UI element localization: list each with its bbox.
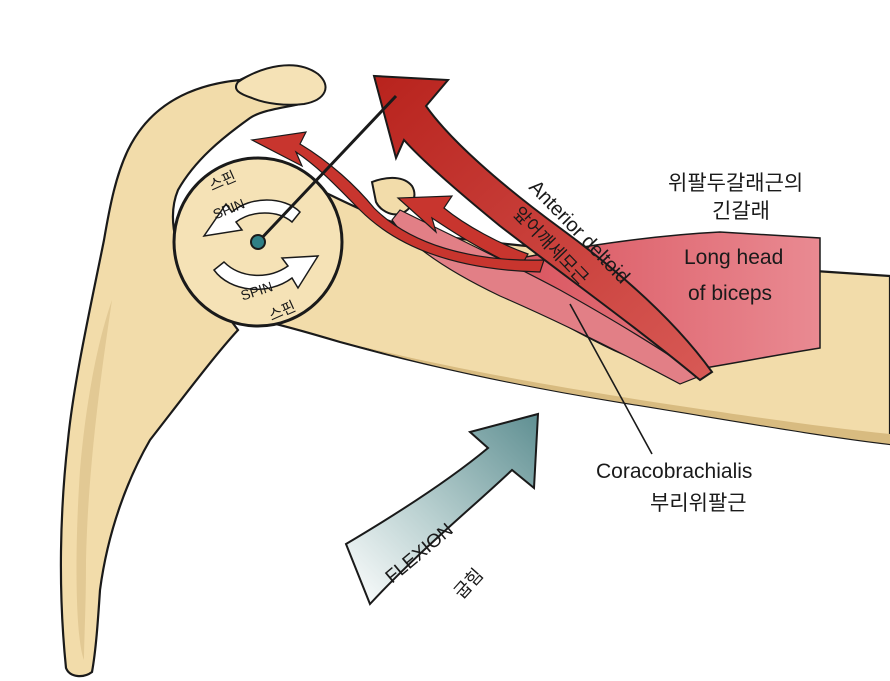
flexion-ko-label: 굽힘 bbox=[450, 565, 487, 603]
rotation-axis-line bbox=[256, 94, 398, 244]
anterior-deltoid-arrow bbox=[372, 74, 714, 382]
flexion-arrow bbox=[344, 412, 540, 606]
coracoid-process bbox=[370, 176, 416, 216]
humerus-shadow bbox=[360, 346, 890, 444]
long-head-ko-line2: 긴갈래 bbox=[712, 200, 770, 223]
tendon-lower-arrow bbox=[396, 195, 529, 269]
spin-arrow-top bbox=[202, 199, 302, 238]
scapula-shadow bbox=[76, 300, 112, 660]
rotation-axis-point bbox=[250, 234, 266, 250]
coracobrachialis-leader-line bbox=[569, 303, 653, 455]
acromion bbox=[234, 64, 327, 106]
coracobrachialis-en-label: Coracobrachialis bbox=[596, 460, 752, 483]
long-head-en-line1: Long head bbox=[684, 246, 783, 269]
tendon-upper-arrow bbox=[250, 131, 545, 273]
coracobrachialis-ko-label: 부리위팔근 bbox=[650, 492, 747, 515]
long-head-en-line2: of biceps bbox=[688, 282, 772, 305]
long-head-ko-line1: 위팔두갈래근의 bbox=[668, 172, 803, 195]
spin-arrow-bottom bbox=[212, 255, 320, 291]
